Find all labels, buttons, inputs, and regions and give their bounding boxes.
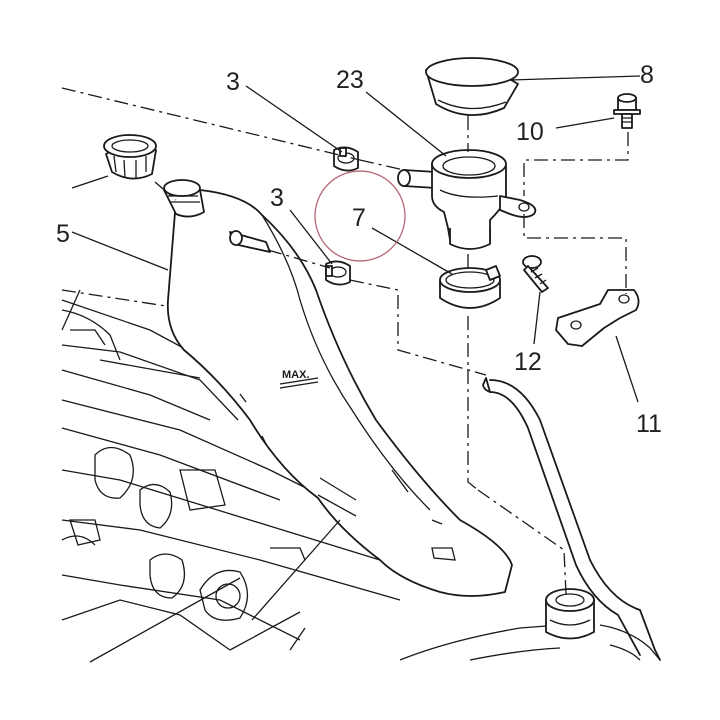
filler-housing [397, 149, 537, 250]
callout-5: 5 [56, 220, 70, 248]
frame-structure [61, 289, 661, 661]
callout-8: 8 [640, 61, 654, 89]
callout-3-lower: 3 [270, 184, 284, 212]
callout-7: 7 [352, 204, 366, 232]
callout-3-upper: 3 [226, 68, 240, 96]
expansion-tank [103, 134, 513, 597]
self-tapping-screw [522, 255, 549, 293]
pressure-cap [425, 57, 519, 117]
highlight-circle [314, 170, 406, 262]
callout-11: 11 [636, 410, 662, 438]
alignment-lines [61, 87, 629, 595]
band-clip [439, 265, 501, 309]
leader-lines [71, 75, 641, 663]
mounting-bracket [555, 289, 640, 347]
hose-clip-lower [325, 260, 351, 286]
callout-12: 12 [514, 348, 542, 376]
overflow-hose [482, 377, 661, 661]
flange-bolt [613, 93, 641, 129]
callout-10: 10 [516, 118, 544, 146]
hose-grommet [545, 588, 595, 640]
tank-max-marking: MAX. [282, 369, 310, 381]
callout-23: 23 [336, 66, 364, 94]
